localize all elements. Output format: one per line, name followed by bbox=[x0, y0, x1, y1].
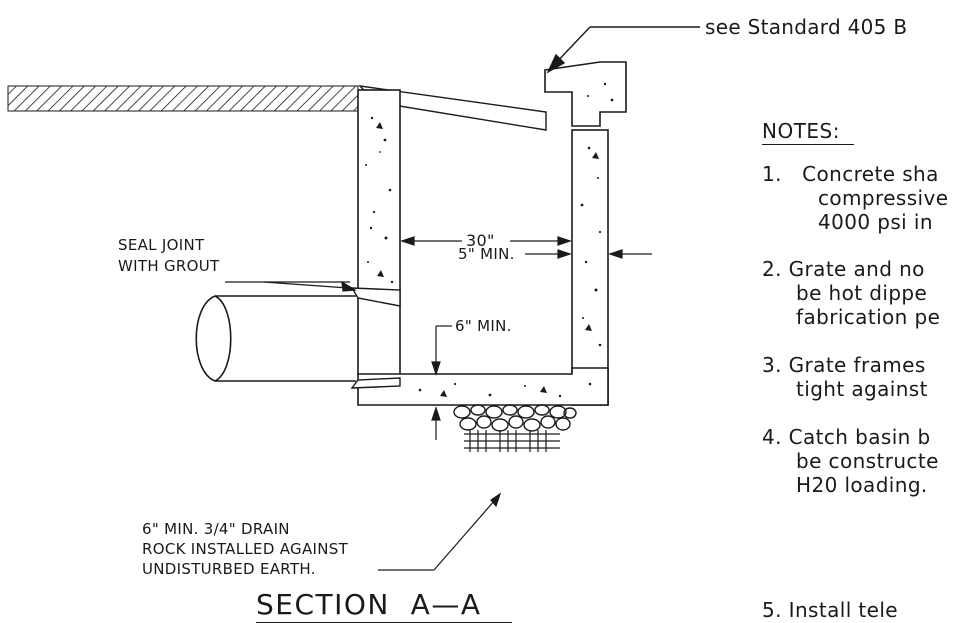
ground-surface-hatch bbox=[7, 85, 359, 112]
note-2-line2: be hot dippe bbox=[796, 281, 928, 305]
drain-rock bbox=[453, 404, 577, 432]
left-wall bbox=[357, 89, 401, 376]
note-3-line2: tight against bbox=[796, 377, 928, 401]
note-5-line1: 5. Install tele bbox=[762, 598, 899, 622]
dimension-6min-label: 6" MIN. bbox=[455, 317, 512, 335]
dimension-6min bbox=[431, 325, 452, 440]
note-1-line1: 1. Concrete sha bbox=[762, 162, 939, 186]
dimension-30-label: 30" bbox=[466, 231, 495, 250]
note-2-line1: 2. Grate and no bbox=[762, 257, 925, 281]
section-title: SECTION A—A bbox=[256, 588, 482, 621]
note-3-line1: 3. Grate frames bbox=[762, 353, 926, 377]
curb-block bbox=[544, 61, 627, 127]
right-wall bbox=[571, 129, 609, 406]
dimension-30 bbox=[400, 236, 572, 246]
dimension-5min bbox=[525, 249, 652, 259]
note-4-line3: H20 loading. bbox=[796, 473, 928, 497]
concrete-aggregate bbox=[365, 82, 614, 398]
note-4-line1: 4. Catch basin b bbox=[762, 425, 931, 449]
drain-rock-leader bbox=[378, 492, 502, 571]
outlet-pipe bbox=[195, 287, 401, 389]
drain-rock-label-line2: ROCK INSTALLED AGAINST bbox=[142, 540, 349, 558]
drain-rock-label-line1: 6" MIN. 3/4" DRAIN bbox=[142, 520, 290, 538]
note-1-line2: compressive bbox=[818, 186, 949, 210]
note-4-line2: be constructe bbox=[796, 449, 939, 473]
note-2-line3: fabrication pe bbox=[796, 305, 941, 329]
seal-joint-label-line1: SEAL JOINT bbox=[118, 236, 205, 254]
undisturbed-earth-weave bbox=[464, 430, 560, 452]
note-1-line3: 4000 psi in bbox=[818, 210, 933, 234]
dimension-5min-label: 5" MIN. bbox=[458, 245, 515, 263]
callout-leader bbox=[546, 26, 700, 74]
seal-joint-leader bbox=[225, 280, 357, 292]
base-slab bbox=[357, 367, 609, 406]
drain-rock-label-line3: UNDISTURBED EARTH. bbox=[142, 560, 316, 578]
notes-heading-underline bbox=[762, 144, 854, 145]
notes-heading: NOTES: bbox=[762, 119, 840, 143]
seal-joint-label-line2: WITH GROUT bbox=[118, 257, 220, 275]
callout-text: see Standard 405 B bbox=[705, 15, 908, 39]
